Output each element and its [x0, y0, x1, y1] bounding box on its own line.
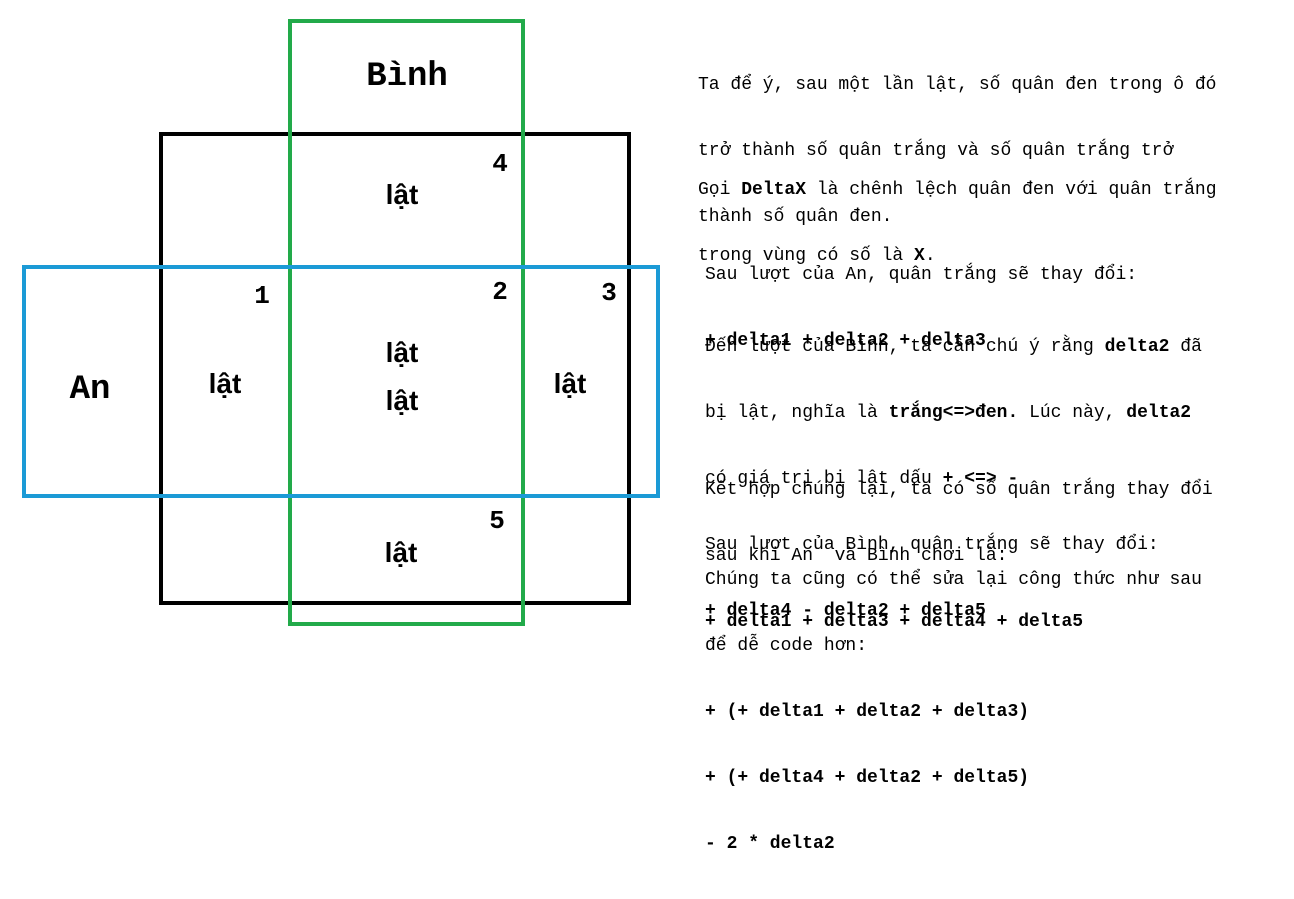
flip-label-region-4: lật: [386, 179, 419, 210]
flip-label-region-2-an: lật: [386, 337, 419, 368]
text-run: bị lật, nghĩa là: [705, 403, 889, 423]
formula: + delta1 + delta2 + delta3: [705, 331, 986, 351]
term-x: X: [914, 246, 925, 266]
region-number-3: 3: [601, 278, 617, 308]
text-line: Kết hợp chúng lại, ta có số quân trắng t…: [705, 480, 1213, 500]
text-run: Đến lượt của Bình, ta cần chú ý rằng: [705, 337, 1105, 357]
text-line: Sau lượt của Bình, quân trắng sẽ thay đổ…: [705, 535, 1159, 555]
formula-line: + delta4 - delta2 + delta5: [705, 600, 1202, 622]
region-number-2: 2: [492, 277, 508, 307]
term-deltax: DeltaX: [741, 180, 807, 200]
formula-line: + delta1 + delta2 + delta3: [705, 330, 1137, 352]
formula-line: - 2 * delta2: [705, 833, 1202, 855]
formula: + (+ delta4 + delta2 + delta5): [705, 768, 1030, 788]
flip-label-region-3: lật: [554, 368, 587, 399]
player-label-binh: Bình: [366, 58, 448, 96]
text-run: .: [924, 246, 936, 266]
paragraph-an-turn: Sau lượt của An, quân trắng sẽ thay đổi:…: [705, 220, 1137, 396]
formula-line: + delta1 + delta3 + delta4 + delta5: [705, 611, 1213, 633]
paragraph-combined: Kết hợp chúng lại, ta có số quân trắng t…: [705, 435, 1213, 677]
text-line: bị lật, nghĩa là trắng<=>đen. Lúc này, d…: [705, 402, 1202, 424]
formula-line: + (+ delta4 + delta2 + delta5): [705, 767, 1202, 789]
player-label-an: An: [70, 371, 111, 409]
binh-region-outline: [288, 19, 525, 626]
explanation-text: Ta để ý, sau một lần lật, số quân đen tr…: [698, 30, 1288, 854]
region-number-1: 1: [254, 281, 270, 311]
formula-line: + (+ delta1 + delta2 + delta3): [705, 701, 1202, 723]
term-swap: trắng<=>đen.: [888, 403, 1019, 423]
formula: + (+ delta1 + delta2 + delta3): [705, 702, 1030, 722]
term-sign-swap: + <=> -: [942, 469, 1019, 489]
text-line: để dễ code hơn:: [705, 636, 868, 656]
formula: - 2 * delta2: [705, 834, 835, 854]
text-line: trở thành số quân trắng và số quân trắng…: [698, 141, 1174, 161]
paragraph-binh-turn: Đến lượt của Bình, ta cần chú ý rằng del…: [705, 292, 1202, 666]
text-run: có giá trị bị lật dấu: [705, 469, 943, 489]
flip-label-region-5: lật: [385, 537, 418, 568]
text-line: Gọi DeltaX là chênh lệch quân đen với qu…: [698, 179, 1217, 201]
text-line: sau khi An và Bình chơi là:: [705, 546, 1008, 566]
flip-label-region-2-binh: lật: [386, 385, 419, 416]
text-line: Chúng ta cũng có thể sửa lại công thức n…: [705, 570, 1202, 590]
formula: + delta1 + delta3 + delta4 + delta5: [705, 612, 1084, 632]
text-line: có giá trị bị lật dấu + <=> -: [705, 468, 1202, 490]
paragraph-deltax-definition: Gọi DeltaX là chênh lệch quân đen với qu…: [698, 135, 1217, 311]
region-number-5: 5: [489, 506, 505, 536]
board-square: [159, 132, 631, 605]
an-region-outline: [22, 265, 660, 498]
text-line: trong vùng có số là X.: [698, 245, 1217, 267]
board-diagram: Bình An 4 1 2 3 5 lật lật lật lật lật lậ…: [22, 19, 660, 626]
text-line: Ta để ý, sau một lần lật, số quân đen tr…: [698, 75, 1217, 95]
term-delta2: delta2: [1104, 337, 1170, 357]
paragraph-flip-note: Ta để ý, sau một lần lật, số quân đen tr…: [698, 30, 1216, 272]
flip-label-region-1: lật: [209, 368, 242, 399]
text-run: Lúc này,: [1018, 403, 1127, 423]
paragraph-rewritten: Chúng ta cũng có thể sửa lại công thức n…: [705, 525, 1202, 899]
text-line: Sau lượt của An, quân trắng sẽ thay đổi:: [705, 265, 1138, 285]
text-run: là chênh lệch quân đen với quân trắng: [806, 180, 1217, 200]
formula: + delta4 - delta2 + delta5: [705, 601, 986, 621]
text-line: Đến lượt của Bình, ta cần chú ý rằng del…: [705, 336, 1202, 358]
text-run: đã: [1169, 337, 1202, 357]
text-run: trong vùng có số là: [698, 246, 915, 266]
text-line: thành số quân đen.: [698, 207, 893, 227]
region-number-4: 4: [492, 149, 508, 179]
term-delta2: delta2: [1126, 403, 1192, 423]
text-run: Gọi: [698, 180, 742, 200]
